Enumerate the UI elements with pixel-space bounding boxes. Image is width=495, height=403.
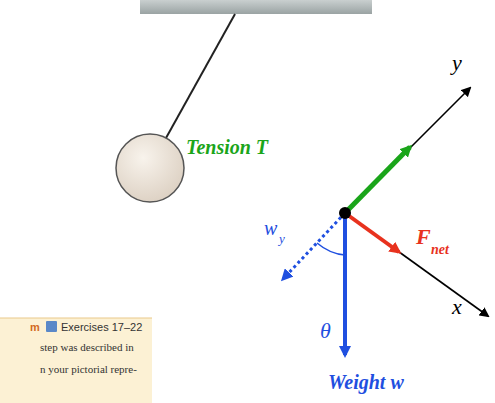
weight-component-vector (283, 213, 345, 279)
vector-subscript: net (431, 243, 449, 257)
vector-label: Weight w (328, 372, 404, 392)
tension-vector (345, 147, 410, 213)
angle-arc (317, 243, 345, 255)
vector-label: Tension T (186, 137, 268, 157)
exercise-icon (46, 321, 57, 332)
vector-label: w (264, 218, 277, 238)
angle-label: θ (320, 320, 331, 342)
ceiling-bar (140, 0, 372, 14)
weight-vector (343, 213, 347, 355)
pendulum-bob (116, 134, 184, 202)
snippet-text: step was described in (40, 342, 134, 353)
vector-subscript: y (279, 232, 285, 245)
net-force-vector (345, 213, 399, 252)
x-axis (345, 213, 488, 316)
snippet-text: n your pictorial repre- (40, 364, 137, 375)
snippet-text: Exercises 17–22 (61, 322, 142, 333)
y-axis (345, 88, 470, 213)
text-snippet-panel (0, 318, 152, 403)
panel-edge (0, 318, 152, 319)
axis-label: y (452, 52, 462, 74)
origin-dot (339, 207, 351, 219)
vector-label: F (416, 226, 431, 248)
axis-label: x (452, 296, 462, 318)
pendulum-string (166, 14, 235, 138)
snippet-text: m (30, 322, 40, 333)
